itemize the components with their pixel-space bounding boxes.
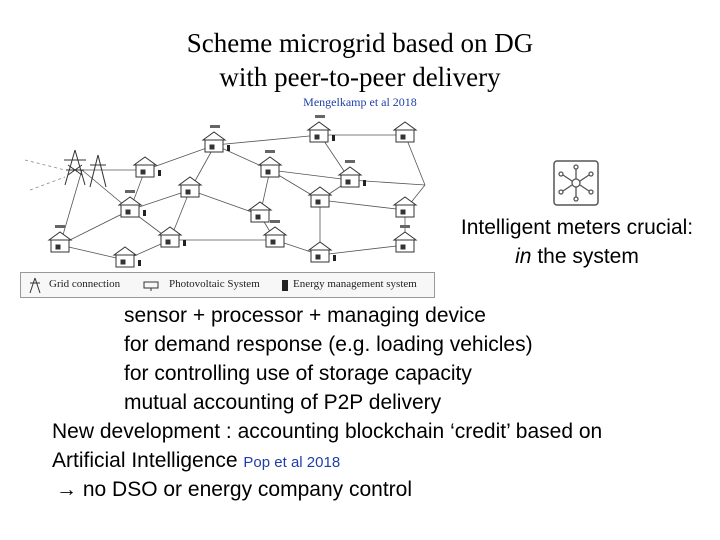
solar-panel-icon xyxy=(400,225,410,228)
house-icon xyxy=(257,156,283,178)
house-icon xyxy=(392,121,418,143)
house-icon xyxy=(177,176,203,198)
artificial-intelligence-line: Artificial Intelligence Pop et al 2018 xyxy=(52,449,340,473)
microgrid-diagram xyxy=(24,115,426,268)
solar-markers xyxy=(55,115,410,228)
conclusion-line: → no DSO or energy company control xyxy=(56,478,412,502)
bullet-accounting: mutual accounting of P2P delivery xyxy=(124,391,442,414)
house-icon xyxy=(392,231,418,253)
battery-icon xyxy=(333,255,336,261)
title-line-2: with peer-to-peer delivery xyxy=(219,62,501,92)
diagram-legend: Grid connection Photovoltaic System Ener… xyxy=(20,272,435,298)
solar-panel-icon xyxy=(143,281,159,291)
network-node-icon xyxy=(553,160,599,206)
battery-icon xyxy=(332,135,335,141)
conclusion-text: no DSO or energy company control xyxy=(82,478,413,501)
legend-grid-connection: Grid connection xyxy=(49,278,121,290)
solar-panel-icon xyxy=(265,150,275,153)
battery-icon xyxy=(363,180,366,186)
house-icon xyxy=(262,226,288,248)
house-icon xyxy=(247,201,273,223)
house-icon xyxy=(132,156,158,178)
solar-panel-icon xyxy=(210,125,220,128)
meters-heading: Intelligent meters crucial: xyxy=(460,216,694,239)
ai-citation: Pop et al 2018 xyxy=(243,454,341,471)
house-icon xyxy=(47,231,73,253)
ems-markers xyxy=(138,135,366,266)
grid-dashes xyxy=(24,159,66,191)
pylon-icon xyxy=(64,149,107,188)
bullet-demand-response: for demand response (e.g. loading vehicl… xyxy=(124,333,533,356)
arrow-icon: → xyxy=(56,478,77,501)
bullet-sensor: sensor + processor + managing device xyxy=(124,304,486,327)
title-citation: Mengelkamp et al 2018 xyxy=(303,95,417,109)
new-development-line: New development : accounting blockchain … xyxy=(52,420,603,443)
battery-icon xyxy=(227,145,230,151)
house-icon xyxy=(392,196,418,218)
solar-panel-icon xyxy=(55,225,65,228)
battery-icon xyxy=(183,240,186,246)
network-lines xyxy=(59,134,426,261)
house-icon xyxy=(201,131,227,153)
meters-subheading-rest: the system xyxy=(531,245,639,268)
pylon-icon xyxy=(29,277,41,294)
battery-icon xyxy=(143,210,146,216)
house-icon xyxy=(307,186,333,208)
title-line-1: Scheme microgrid based on DG xyxy=(186,28,534,58)
bullet-storage: for controlling use of storage capacity xyxy=(124,362,472,385)
battery-icon xyxy=(158,170,161,176)
houses xyxy=(47,121,418,268)
house-icon xyxy=(112,246,138,268)
house-icon xyxy=(307,241,333,263)
solar-panel-icon xyxy=(315,115,325,118)
solar-panel-icon xyxy=(345,160,355,163)
ai-text: Artificial Intelligence xyxy=(52,449,244,472)
legend-energy-management: Energy management system xyxy=(293,278,417,290)
meters-subheading: in the system xyxy=(432,245,720,269)
meters-subheading-em: in xyxy=(515,245,532,268)
battery-icon xyxy=(138,260,141,266)
solar-panel-icon xyxy=(125,190,135,193)
battery-icon xyxy=(282,280,288,291)
solar-panel-icon xyxy=(270,220,280,223)
house-icon xyxy=(306,121,332,143)
legend-photovoltaic: Photovoltaic System xyxy=(169,278,260,290)
house-icon xyxy=(117,196,143,218)
house-icon xyxy=(157,226,183,248)
house-icon xyxy=(337,166,363,188)
